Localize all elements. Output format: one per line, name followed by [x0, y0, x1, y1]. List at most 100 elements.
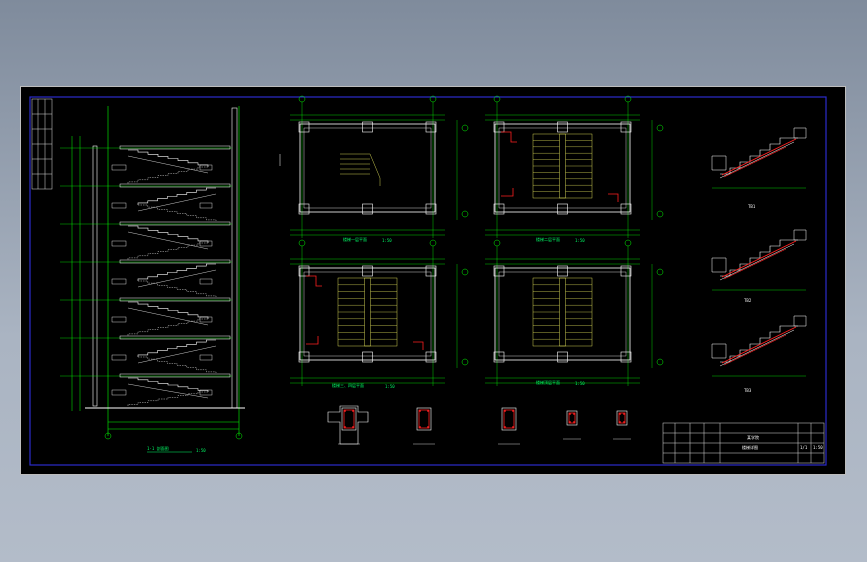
stair-plan [279, 95, 469, 238]
rebar-mark [306, 336, 319, 345]
slab-soffit [127, 231, 209, 250]
cad-drawing-sheet: 1-1 剖面图 1:50 楼梯一层平面 1:50 楼梯二层平面 1:50 楼梯三… [20, 86, 846, 475]
slab-soffit [137, 269, 217, 288]
stair-plan [485, 95, 664, 238]
flight-soffit [719, 243, 795, 281]
axis-bubble [429, 239, 437, 247]
stair-flight-upper [137, 187, 216, 205]
landing-beam [199, 278, 213, 285]
longitudinal-bar [569, 413, 571, 415]
stair-handrail [559, 277, 566, 347]
plan-column [425, 351, 437, 363]
stair-flight-lower [138, 204, 217, 222]
stair-flight-lower [127, 318, 208, 336]
landing-beam [111, 240, 127, 247]
beam-outline [327, 405, 369, 445]
longitudinal-bar [623, 421, 625, 423]
plan-column [620, 351, 632, 363]
axis-bubble [493, 239, 501, 247]
plan2-scale: 1:50 [575, 238, 585, 243]
axis-bubble [429, 95, 437, 103]
title-block-sheet-no: 1/1 [800, 445, 808, 450]
stair-flight-lower [127, 242, 208, 260]
main-rebar [721, 326, 797, 364]
drawing-canvas: 1-1 剖面图 1:50 楼梯一层平面 1:50 楼梯二层平面 1:50 楼梯三… [29, 95, 827, 466]
plan-column [557, 121, 568, 133]
plan-column [362, 265, 373, 277]
landing-beam [111, 202, 127, 209]
plan-column [493, 265, 505, 277]
landing-slab [119, 335, 231, 340]
title-block-scale: 1:50 [813, 445, 823, 450]
axis-bubble [298, 95, 306, 103]
beam-outline [341, 407, 357, 431]
axis-bubble [104, 432, 112, 440]
stair-flight-detail [711, 315, 807, 377]
slab-soffit [127, 155, 209, 174]
support-beam [711, 155, 727, 171]
slab-soffit [127, 383, 209, 399]
title-block-drawing-name: 楼梯详图 [742, 444, 758, 450]
landing-beam [111, 354, 127, 361]
drawing-frame [29, 96, 827, 466]
rebar-mark [413, 341, 424, 350]
stair-flight-detail [711, 127, 807, 189]
secondary-rebar [723, 146, 787, 178]
landing-beam [111, 164, 127, 171]
stair-flight-upper [137, 339, 216, 357]
stair-section-view: 1-1 剖面图 1:50 [60, 106, 245, 453]
beam-section [613, 410, 631, 440]
stair-flight-upper [128, 149, 209, 167]
longitudinal-bar [344, 426, 346, 428]
plan-wall-outline [299, 267, 436, 361]
stair-handrail [364, 277, 371, 347]
stair-plan [290, 239, 469, 386]
stair-flight-upper [137, 263, 216, 281]
landing-beam [111, 278, 127, 285]
plan-wall-outline [494, 123, 631, 213]
plan-column [425, 121, 437, 133]
landing-beam [199, 240, 213, 247]
rebar-mark [306, 275, 322, 287]
plan2-title: 楼梯二层平面 [536, 236, 560, 242]
stair-flight-detail [711, 229, 807, 291]
landing-beam [199, 354, 213, 361]
plan-wall-outline [494, 267, 631, 361]
stirrup [503, 409, 515, 429]
plan-column [493, 121, 505, 133]
plan-column [557, 203, 568, 215]
axis-bubble [461, 210, 469, 218]
plan-column [425, 203, 437, 215]
stair-flight-lower [127, 391, 208, 406]
plan-column [362, 121, 373, 133]
landing-beam [199, 202, 213, 209]
slab-soffit [127, 307, 209, 326]
stair-flight-lower [127, 166, 208, 184]
beam-section [327, 405, 369, 445]
secondary-rebar [723, 334, 787, 366]
axis-bubble [656, 268, 664, 276]
stirrup [418, 409, 430, 429]
stair-flight-lower [138, 280, 217, 298]
stair-break-line [369, 153, 381, 186]
stirrup [618, 412, 626, 424]
plan1-scale: 1:50 [382, 238, 392, 243]
landing-slab [119, 297, 231, 302]
flight-profile [720, 137, 798, 175]
longitudinal-bar [427, 410, 429, 412]
landing-slab [119, 145, 231, 150]
section-title: 1-1 剖面图 [147, 445, 169, 451]
beam-outline [616, 410, 628, 426]
landing-slab [119, 221, 231, 226]
axis-bubble [624, 239, 632, 247]
beam-section [498, 407, 520, 445]
longitudinal-bar [573, 413, 575, 415]
stirrup [343, 409, 355, 429]
longitudinal-bar [623, 413, 625, 415]
flight2-title: TB2 [744, 298, 752, 303]
plan-column [362, 203, 373, 215]
slab-soffit [137, 193, 217, 212]
longitudinal-bar [352, 426, 354, 428]
axis-bubble [235, 432, 243, 440]
longitudinal-bar [504, 410, 506, 412]
